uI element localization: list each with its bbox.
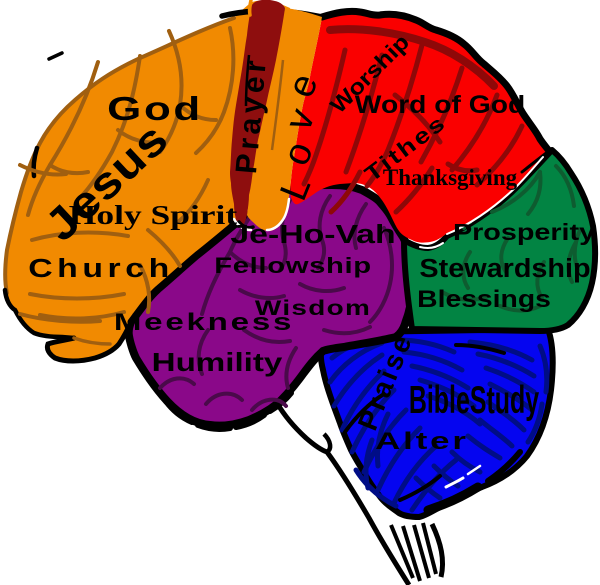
svg-text:Word of God: Word of God <box>355 91 525 119</box>
svg-text:Meekness: Meekness <box>114 309 294 336</box>
svg-text:Alter: Alter <box>375 428 469 454</box>
svg-text:Thanksgiving: Thanksgiving <box>383 165 518 190</box>
svg-text:Holy Spirit: Holy Spirit <box>69 200 238 230</box>
svg-text:Prosperity: Prosperity <box>453 219 596 246</box>
svg-text:Je-Ho-Vah: Je-Ho-Vah <box>230 221 395 249</box>
svg-text:Church: Church <box>28 255 174 283</box>
svg-text:Blessings: Blessings <box>417 285 551 312</box>
svg-text:Wisdom: Wisdom <box>255 296 371 320</box>
svg-text:Stewardship: Stewardship <box>419 254 590 283</box>
svg-text:Fellowship: Fellowship <box>214 252 372 278</box>
svg-text:BibleStudy: BibleStudy <box>409 377 540 421</box>
svg-text:God: God <box>107 91 203 128</box>
svg-text:Humility: Humility <box>152 349 283 377</box>
